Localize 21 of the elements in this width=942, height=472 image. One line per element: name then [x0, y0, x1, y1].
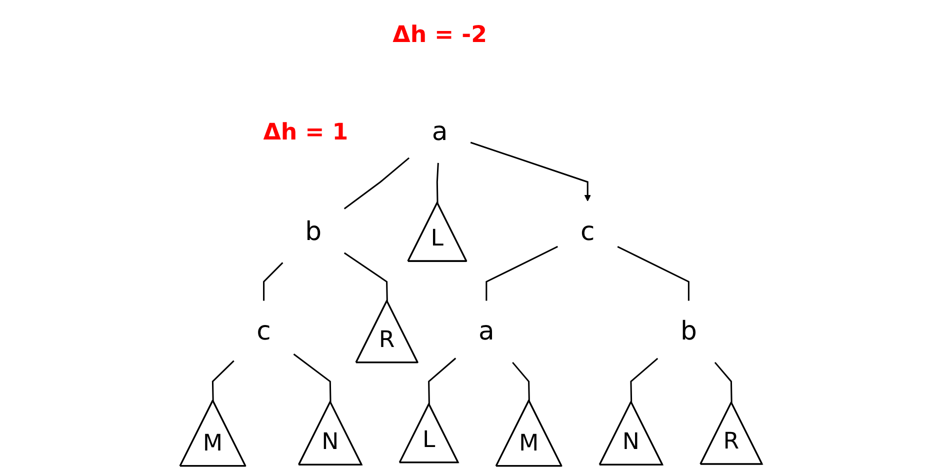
node-text: b	[305, 216, 322, 247]
connector	[436, 162, 439, 204]
node-label: Δh = -2	[392, 21, 488, 48]
connector	[344, 157, 410, 210]
node-text: c	[580, 216, 595, 247]
node-text: a	[478, 316, 494, 346]
connector	[512, 362, 530, 401]
node-label: Δh = 1	[263, 118, 348, 146]
node-text: b	[680, 316, 697, 346]
connector	[263, 262, 284, 301]
connector	[293, 354, 332, 402]
connector	[630, 358, 658, 402]
connector	[212, 360, 234, 401]
connector	[714, 362, 732, 403]
connector	[344, 252, 388, 302]
connector	[486, 246, 558, 301]
arrow	[470, 142, 591, 202]
node-text: c	[256, 316, 271, 346]
connector	[428, 358, 456, 404]
node-text: a	[432, 116, 448, 147]
connector	[617, 246, 690, 301]
